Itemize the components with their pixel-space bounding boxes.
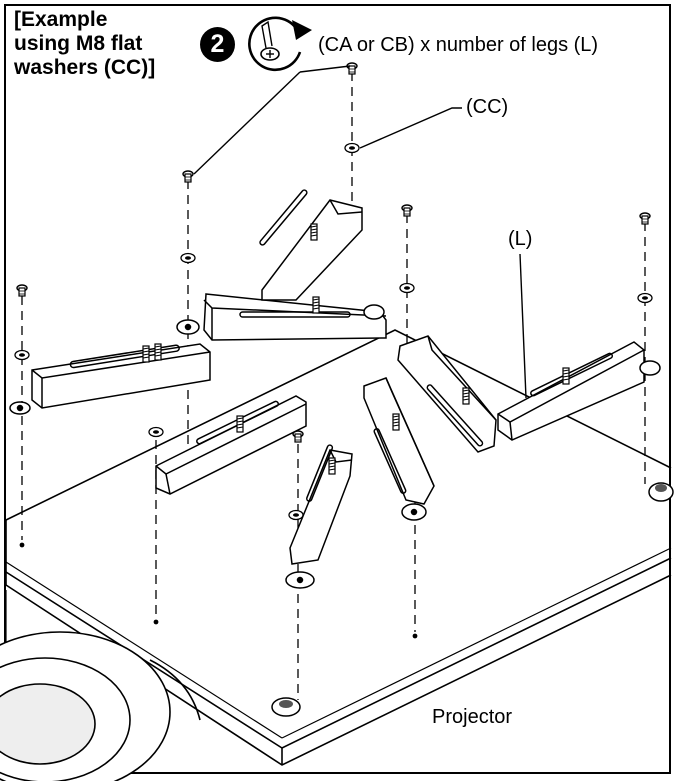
leg-bracket-1 (9, 343, 211, 415)
projector-foot-right (648, 482, 674, 502)
projector-lens (0, 631, 201, 781)
leader-lines (193, 65, 527, 399)
leg-bracket-5 (285, 444, 353, 589)
leg-bracket-7 (397, 335, 497, 453)
leg-bracket-6 (363, 377, 435, 521)
screw-tighten-icon (248, 16, 312, 72)
projector-label: Projector (432, 706, 513, 728)
leg-bracket-4 (155, 395, 307, 495)
leg-bracket-8 (497, 341, 661, 441)
caption-line-2: using M8 flat (14, 32, 143, 55)
example-caption: [Example using M8 flat washers (CC)] (14, 8, 204, 80)
leg-label: (L) (508, 228, 533, 250)
leg-bracket-3 (259, 189, 385, 320)
step-number-badge: 2 (200, 27, 235, 62)
projector-foot-front (271, 697, 301, 717)
caption-line-1: [Example (14, 8, 108, 31)
caption-line-3: washers (CC)] (14, 56, 156, 79)
washer-label: (CC) (466, 96, 509, 118)
mounting-holes (19, 542, 418, 639)
leg-bracket-2 (176, 293, 387, 341)
step-instruction: (CA or CB) x number of legs (L) (318, 34, 599, 56)
